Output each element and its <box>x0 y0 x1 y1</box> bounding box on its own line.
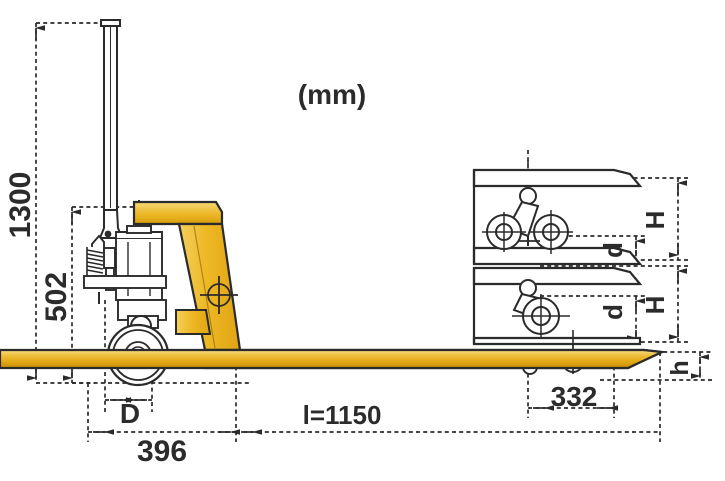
dim-label-H-1: H <box>640 211 670 230</box>
fork-rail-upper-2 <box>472 266 643 286</box>
fork-rail-upper-1 <box>472 168 643 188</box>
tiller-pivot-pin <box>104 230 112 238</box>
dim-label-h: h <box>666 360 694 375</box>
plan-view-lowered <box>472 266 643 346</box>
tiller-handle <box>98 19 124 239</box>
cylinder-top-flange <box>126 225 152 234</box>
chassis-top-head <box>132 200 224 226</box>
dimension-arrowheads <box>27 25 709 381</box>
single-roller-assembly-lowered <box>512 279 570 338</box>
dim-label-d-2: d <box>598 304 628 320</box>
pump-plunger <box>103 247 116 269</box>
dim-label-d-1: d <box>598 242 628 258</box>
dim-label-1300: 1300 <box>4 172 37 239</box>
dimension-arrowheads-horizontal <box>93 397 618 435</box>
center-lines-group <box>527 160 574 346</box>
roller-centerlines-2 <box>512 294 570 338</box>
tandem-roller-assembly-raised <box>482 187 573 254</box>
unit-note-label: (mm) <box>298 79 366 110</box>
fork-blade-bottom <box>0 348 666 370</box>
fork-rail-lower-2 <box>472 336 642 346</box>
chassis-pivot-marker <box>200 276 238 314</box>
dim-label-1150: l=1150 <box>303 400 382 430</box>
plan-view-raised <box>472 168 643 266</box>
return-spring <box>86 247 104 276</box>
pump-base-plate <box>83 275 167 289</box>
plan-view-fork-bottom <box>0 348 666 370</box>
chassis-lower-bracket <box>175 309 212 335</box>
dim-label-502: 502 <box>40 272 73 322</box>
dim-label-H-2: H <box>640 296 670 315</box>
dim-label-D: D <box>120 398 140 429</box>
pump-cylinder <box>115 237 163 301</box>
dim-label-332: 332 <box>551 381 598 412</box>
dim-label-396: 396 <box>137 435 187 468</box>
dimension-text-group: 1300 502 D 396 l=1150 332 H d H d h (mm) <box>4 79 694 468</box>
tandem-centerlines-1 <box>482 210 573 254</box>
